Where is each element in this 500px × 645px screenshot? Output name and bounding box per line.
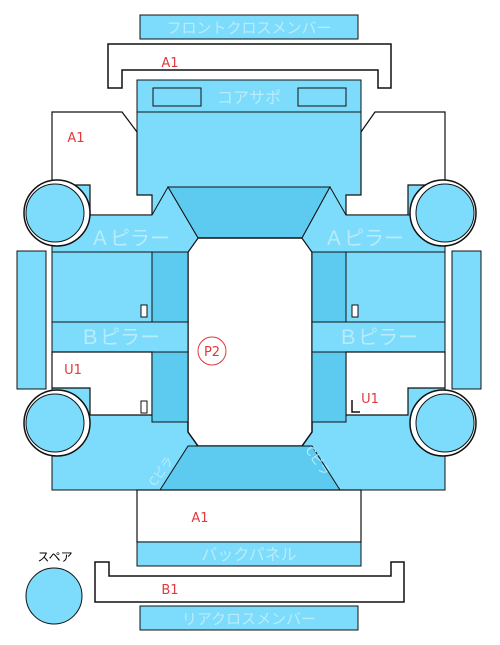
tire-front-right bbox=[415, 183, 475, 243]
marker-a1-rear: A1 bbox=[191, 511, 208, 526]
trunk-area bbox=[136, 489, 362, 543]
spare-label: スペア bbox=[37, 550, 72, 564]
b-pillar-right-panel bbox=[311, 321, 446, 353]
marker-u1-left: U1 bbox=[64, 363, 82, 378]
b-pillar-right-label: Ｂピラー bbox=[338, 325, 418, 349]
right-rear-door-handle bbox=[351, 400, 360, 413]
a-pillar-left-label: Ａピラー bbox=[90, 226, 170, 250]
left-pillar-strip-front bbox=[151, 251, 189, 323]
marker-a1-front: A1 bbox=[161, 56, 178, 71]
front-cross-member-label: フロントクロスメンバー bbox=[166, 19, 331, 37]
right-pillar-strip-rear bbox=[311, 351, 347, 423]
left-front-door-handle bbox=[140, 304, 148, 318]
tire-front-left bbox=[25, 183, 85, 243]
spare-tire bbox=[25, 567, 83, 625]
back-panel bbox=[136, 541, 362, 567]
rear-bracket bbox=[94, 561, 405, 603]
right-side-rail bbox=[451, 250, 482, 390]
right-front-door-handle bbox=[351, 304, 359, 318]
marker-p2-circle bbox=[197, 336, 227, 366]
marker-u1-right: U1 bbox=[361, 392, 379, 407]
b-pillar-left-label: Ｂピラー bbox=[80, 325, 160, 349]
left-pillar-strip-rear bbox=[151, 351, 189, 423]
tire-rear-right bbox=[415, 393, 475, 453]
marker-p2: P2 bbox=[204, 345, 220, 360]
rear-cross-member-panel bbox=[139, 605, 359, 631]
marker-a1-left: A1 bbox=[67, 131, 84, 146]
front-cross-member-panel bbox=[139, 14, 359, 40]
right-pillar-strip-front bbox=[311, 251, 347, 323]
rear-cross-member-label: リアクロスメンバー bbox=[182, 610, 316, 628]
left-side-rail bbox=[16, 250, 47, 390]
tire-rear-left bbox=[25, 393, 85, 453]
left-rear-door-handle bbox=[140, 400, 148, 414]
core-support-slot-right bbox=[297, 87, 347, 107]
a-pillar-right-label: Ａピラー bbox=[324, 226, 404, 250]
right-front-door-panel bbox=[345, 251, 446, 323]
core-support-label: コアサポ bbox=[217, 88, 281, 107]
back-panel-label: バックパネル bbox=[201, 545, 296, 564]
front-bracket bbox=[107, 43, 392, 89]
marker-b1: B1 bbox=[161, 583, 178, 598]
core-support-slot-left bbox=[152, 87, 202, 107]
left-front-door-panel bbox=[51, 251, 153, 323]
